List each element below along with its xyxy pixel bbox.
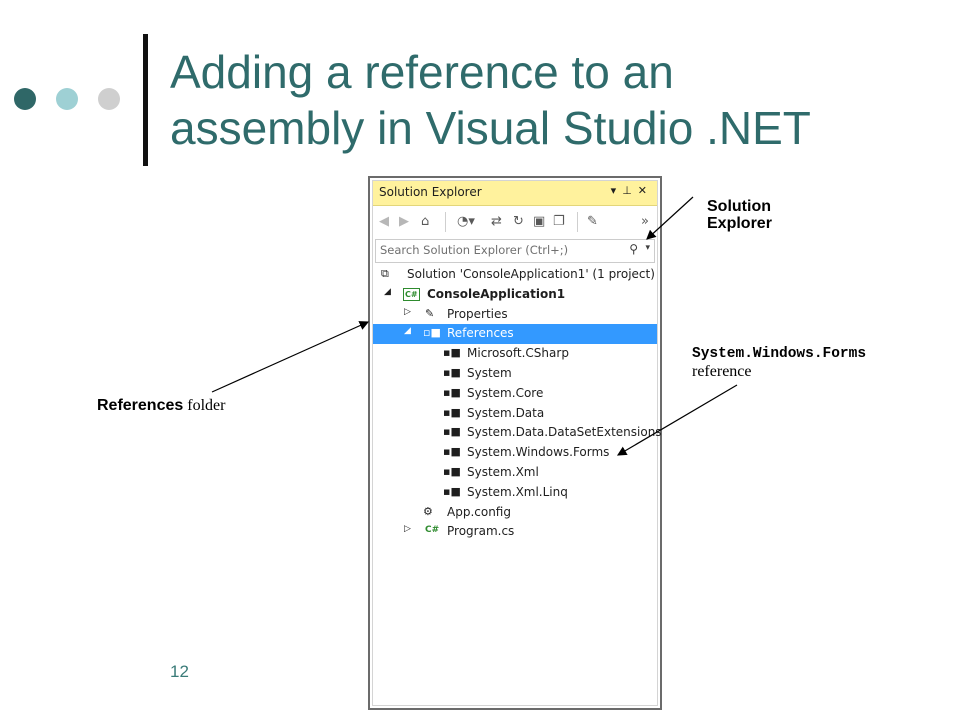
- callout-swf-reference: System.Windows.Forms reference: [692, 346, 867, 380]
- forward-icon[interactable]: ▶: [399, 214, 409, 229]
- panel-title: Solution Explorer: [379, 185, 482, 199]
- back-icon[interactable]: ◀: [379, 214, 389, 229]
- tree-item-references[interactable]: ◢ ▫■ References: [373, 324, 657, 345]
- tree-item-reference[interactable]: ▪■ System.Core: [443, 385, 544, 400]
- tree-item-solution[interactable]: ⧉ Solution 'ConsoleApplication1' (1 proj…: [381, 267, 655, 281]
- assembly-icon: ▪■: [443, 385, 461, 399]
- config-file-icon: ⚙: [423, 504, 433, 518]
- bullet-dots: [14, 88, 124, 112]
- dot-light: [56, 88, 78, 110]
- search-box: ⚲ ▾: [375, 239, 655, 263]
- dropdown-icon[interactable]: ▾: [610, 184, 623, 197]
- show-all-files-icon[interactable]: ❐: [553, 214, 565, 229]
- sync-icon[interactable]: ⇄: [491, 214, 502, 229]
- callout-references-folder: References folder: [97, 397, 226, 414]
- slide-title: Adding a reference to an assembly in Vis…: [170, 44, 930, 156]
- window-controls: ▾⊥✕: [611, 184, 653, 197]
- assembly-icon: ▪■: [443, 464, 461, 478]
- arrow-to-references-folder: [211, 321, 370, 393]
- search-options-icon[interactable]: ▾: [645, 243, 650, 253]
- tree-item-reference[interactable]: ▪■ System.Data.DataSetExtensions: [443, 425, 662, 440]
- assembly-icon: ▪■: [443, 346, 461, 360]
- assembly-icon: ▪■: [443, 445, 461, 459]
- references-icon: ▫■: [423, 326, 441, 340]
- solution-explorer-panel: Solution Explorer ▾⊥✕ ◀ ▶ ⌂ ◔▾ ⇄ ↻ ▣ ❐ ✎…: [368, 176, 662, 710]
- properties-wrench-icon[interactable]: ✎: [587, 214, 598, 229]
- collapsed-arrow-icon[interactable]: ▷: [404, 524, 411, 535]
- solution-icon: ⧉: [381, 267, 389, 280]
- dot-dark: [14, 88, 36, 110]
- tree-item-reference[interactable]: ▪■ System.Data: [443, 405, 545, 420]
- tree-item-reference[interactable]: ▪■ System.Xml: [443, 464, 539, 479]
- tree-item-reference[interactable]: ▪■ System.Xml.Linq: [443, 484, 568, 499]
- assembly-icon: ▪■: [443, 405, 461, 419]
- title-line-1: Adding a reference to an: [170, 46, 674, 98]
- close-icon[interactable]: ✕: [637, 184, 653, 197]
- tree-item-project[interactable]: ◢ C# ConsoleApplication1: [384, 286, 566, 301]
- dot-gray: [98, 88, 120, 110]
- assembly-icon: ▪■: [443, 425, 461, 439]
- panel-toolbar: ◀ ▶ ⌂ ◔▾ ⇄ ↻ ▣ ❐ ✎ »: [373, 206, 657, 238]
- tree-item-reference[interactable]: ▪■ Microsoft.CSharp: [443, 346, 569, 361]
- collapse-all-icon[interactable]: ▣: [533, 214, 546, 229]
- title-divider: [143, 34, 148, 166]
- solution-tree: ⧉ Solution 'ConsoleApplication1' (1 proj…: [373, 265, 662, 542]
- tree-item-program[interactable]: ▷ C# Program.cs: [404, 524, 515, 539]
- search-icon[interactable]: ⚲: [629, 242, 638, 256]
- pin-icon[interactable]: ⊥: [622, 184, 638, 197]
- slide-number: 12: [170, 662, 189, 681]
- csharp-project-icon: C#: [403, 287, 420, 301]
- expanded-arrow-icon[interactable]: ◢: [384, 286, 391, 297]
- callout-solution-explorer: Solution Explorer: [707, 198, 772, 232]
- title-line-2: assembly in Visual Studio .NET: [170, 102, 811, 154]
- csharp-file-icon: C#: [425, 525, 440, 536]
- expanded-arrow-icon[interactable]: ◢: [404, 326, 411, 337]
- tree-item-app-config[interactable]: ⚙ App.config: [423, 504, 511, 519]
- tree-item-reference[interactable]: ▪■ System.Windows.Forms: [443, 445, 610, 460]
- search-input[interactable]: [376, 240, 624, 260]
- assembly-icon: ▪■: [443, 484, 461, 498]
- wrench-icon: ✎: [425, 306, 435, 320]
- panel-titlebar: Solution Explorer ▾⊥✕: [373, 181, 657, 206]
- collapsed-arrow-icon[interactable]: ▷: [404, 306, 411, 317]
- home-icon[interactable]: ⌂: [421, 214, 430, 229]
- assembly-icon: ▪■: [443, 365, 461, 379]
- history-icon[interactable]: ◔▾: [457, 214, 475, 229]
- refresh-icon[interactable]: ↻: [513, 214, 524, 229]
- overflow-icon[interactable]: »: [641, 214, 649, 229]
- tree-item-properties[interactable]: ▷ ✎ Properties: [404, 306, 508, 321]
- tree-item-reference[interactable]: ▪■ System: [443, 365, 512, 380]
